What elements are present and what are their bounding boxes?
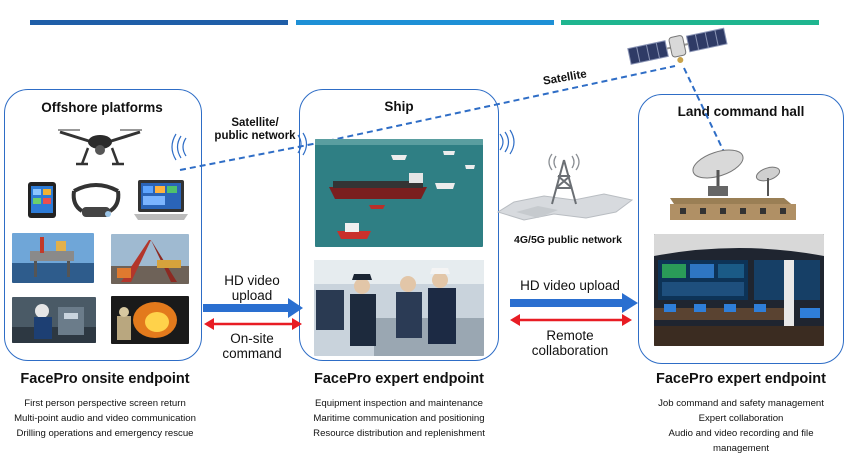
endpoint-onsite-title: FacePro onsite endpoint bbox=[20, 371, 190, 387]
top-bar-right bbox=[561, 20, 819, 25]
endpoint-ship-title: FacePro expert endpoint bbox=[313, 371, 484, 387]
right-upload-arrow bbox=[510, 293, 638, 313]
ship-title: Ship bbox=[384, 99, 414, 114]
endpoint-ship-features: Equipment inspection and maintenance Mar… bbox=[292, 396, 506, 441]
feature-item: Audio and video recording and file bbox=[668, 428, 814, 439]
feature-item: Expert collaboration bbox=[698, 413, 784, 424]
drone-icon bbox=[58, 129, 142, 166]
endpoint-land-title: FacePro expert endpoint bbox=[655, 371, 826, 387]
feature-item: Drilling operations and emergency rescue bbox=[16, 428, 194, 439]
top-bar-left bbox=[30, 20, 288, 25]
satellite-icon bbox=[627, 27, 728, 65]
wifi-signal-icon bbox=[171, 129, 515, 161]
dash-offshore-ship bbox=[179, 142, 319, 171]
public-network-label: 4G/5G public network bbox=[514, 234, 622, 246]
offshore-title: Offshore platforms bbox=[41, 100, 163, 115]
left-command-arrow bbox=[204, 318, 302, 330]
tablet-icon bbox=[28, 182, 56, 218]
feature-item: First person perspective screen return bbox=[24, 398, 186, 409]
laptop-icon bbox=[134, 180, 188, 220]
feature-item: Resource distribution and replenishment bbox=[313, 428, 485, 439]
feature-item: Job command and safety management bbox=[658, 398, 824, 409]
cell-tower-icon bbox=[496, 153, 634, 221]
offshore-photo-rig-1 bbox=[12, 233, 94, 283]
land-title: Land command hall bbox=[677, 104, 805, 119]
offshore-photo-worker bbox=[12, 297, 96, 343]
feature-item: Multi-point audio and video communicatio… bbox=[14, 413, 196, 424]
right-upload-label: HD video upload bbox=[520, 278, 620, 293]
dash-ship-satellite bbox=[317, 65, 676, 144]
offshore-photo-fire bbox=[111, 296, 189, 344]
feature-item: Equipment inspection and maintenance bbox=[314, 398, 483, 409]
feature-item: Maritime communication and positioning bbox=[313, 413, 485, 424]
feature-item: management bbox=[713, 443, 769, 454]
dash-satellite-land bbox=[683, 67, 725, 153]
top-bar-middle bbox=[296, 20, 554, 25]
land-photo-command-hall bbox=[654, 234, 824, 346]
right-collab-arrow bbox=[510, 314, 632, 326]
offshore-photo-rig-2 bbox=[111, 234, 189, 284]
endpoint-land-features: Job command and safety management Expert… bbox=[634, 396, 848, 456]
endpoint-onsite-features: First person perspective screen return M… bbox=[0, 396, 210, 441]
left-upload-arrow bbox=[203, 298, 303, 318]
ship-photo-crew bbox=[314, 260, 484, 356]
satellite-dish-icon bbox=[670, 149, 796, 220]
ship-photo-vessels bbox=[315, 139, 483, 247]
ar-headset-icon bbox=[71, 183, 121, 217]
satellite-public-label: Satellite/public network bbox=[214, 117, 296, 142]
